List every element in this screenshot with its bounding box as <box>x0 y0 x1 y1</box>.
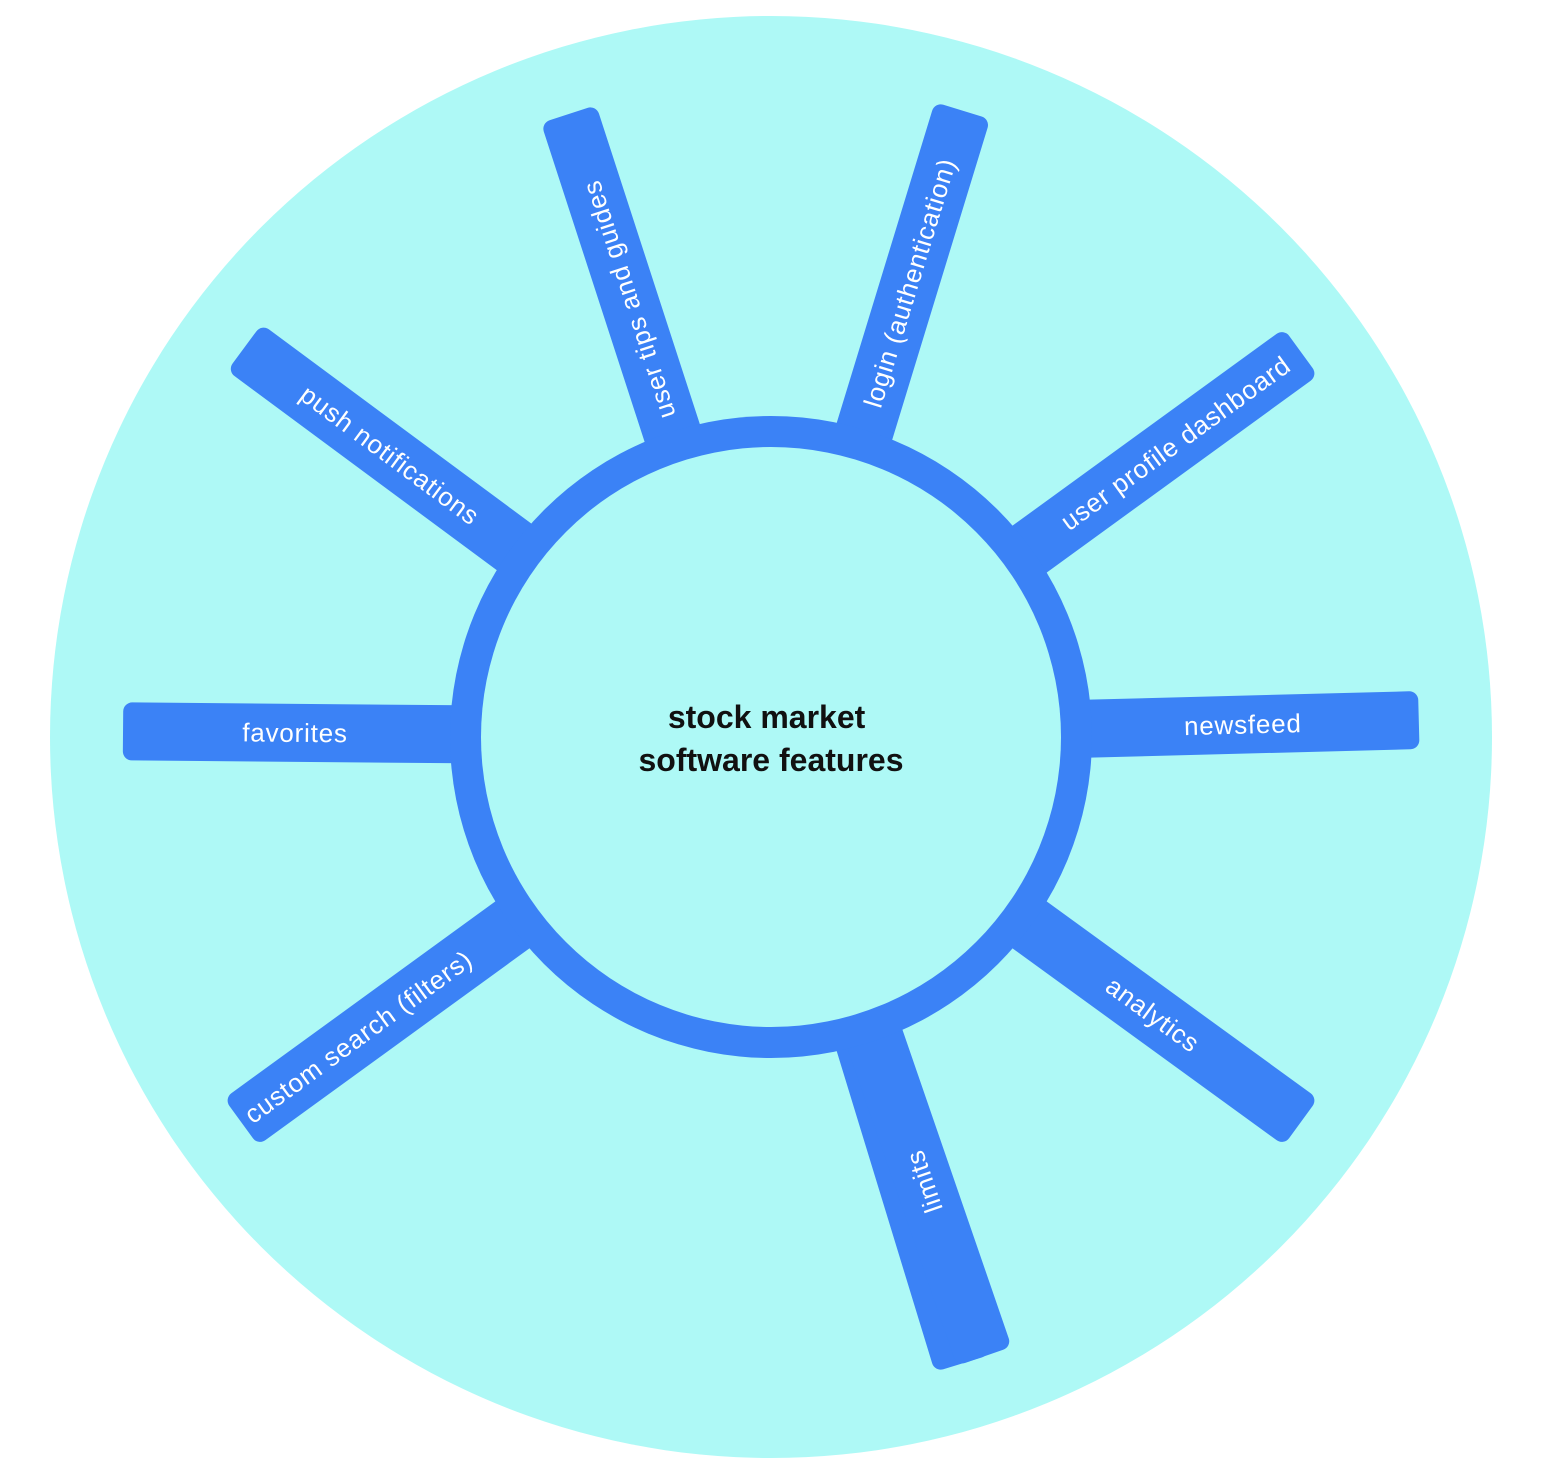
feature-bar-favorites <box>122 702 472 764</box>
feature-bar-push-notifications <box>230 327 544 579</box>
feature-ray-favorites: favorites <box>122 702 472 764</box>
feature-bar-user-profile-dashboard <box>1000 332 1315 581</box>
feature-ray-newsfeed: newsfeed <box>1070 691 1420 758</box>
center-title-line-1: stock market <box>668 699 866 735</box>
feature-bar-login-authentication <box>833 104 988 457</box>
feature-label-favorites: favorites <box>242 717 348 748</box>
center-title: stock market software features <box>639 699 904 778</box>
feature-bar-user-tips-and-guides <box>543 107 704 459</box>
feature-bar-custom-search-filters <box>227 893 542 1142</box>
feature-bar-limits <box>843 1013 1010 1364</box>
feature-bar-analytics <box>1000 893 1315 1142</box>
hub-center <box>481 447 1061 1027</box>
center-title-line-2: software features <box>639 742 904 778</box>
feature-ray-limits: limits <box>843 1013 1010 1364</box>
feature-bar-newsfeed <box>1070 691 1420 758</box>
feature-label-newsfeed: newsfeed <box>1184 708 1302 741</box>
